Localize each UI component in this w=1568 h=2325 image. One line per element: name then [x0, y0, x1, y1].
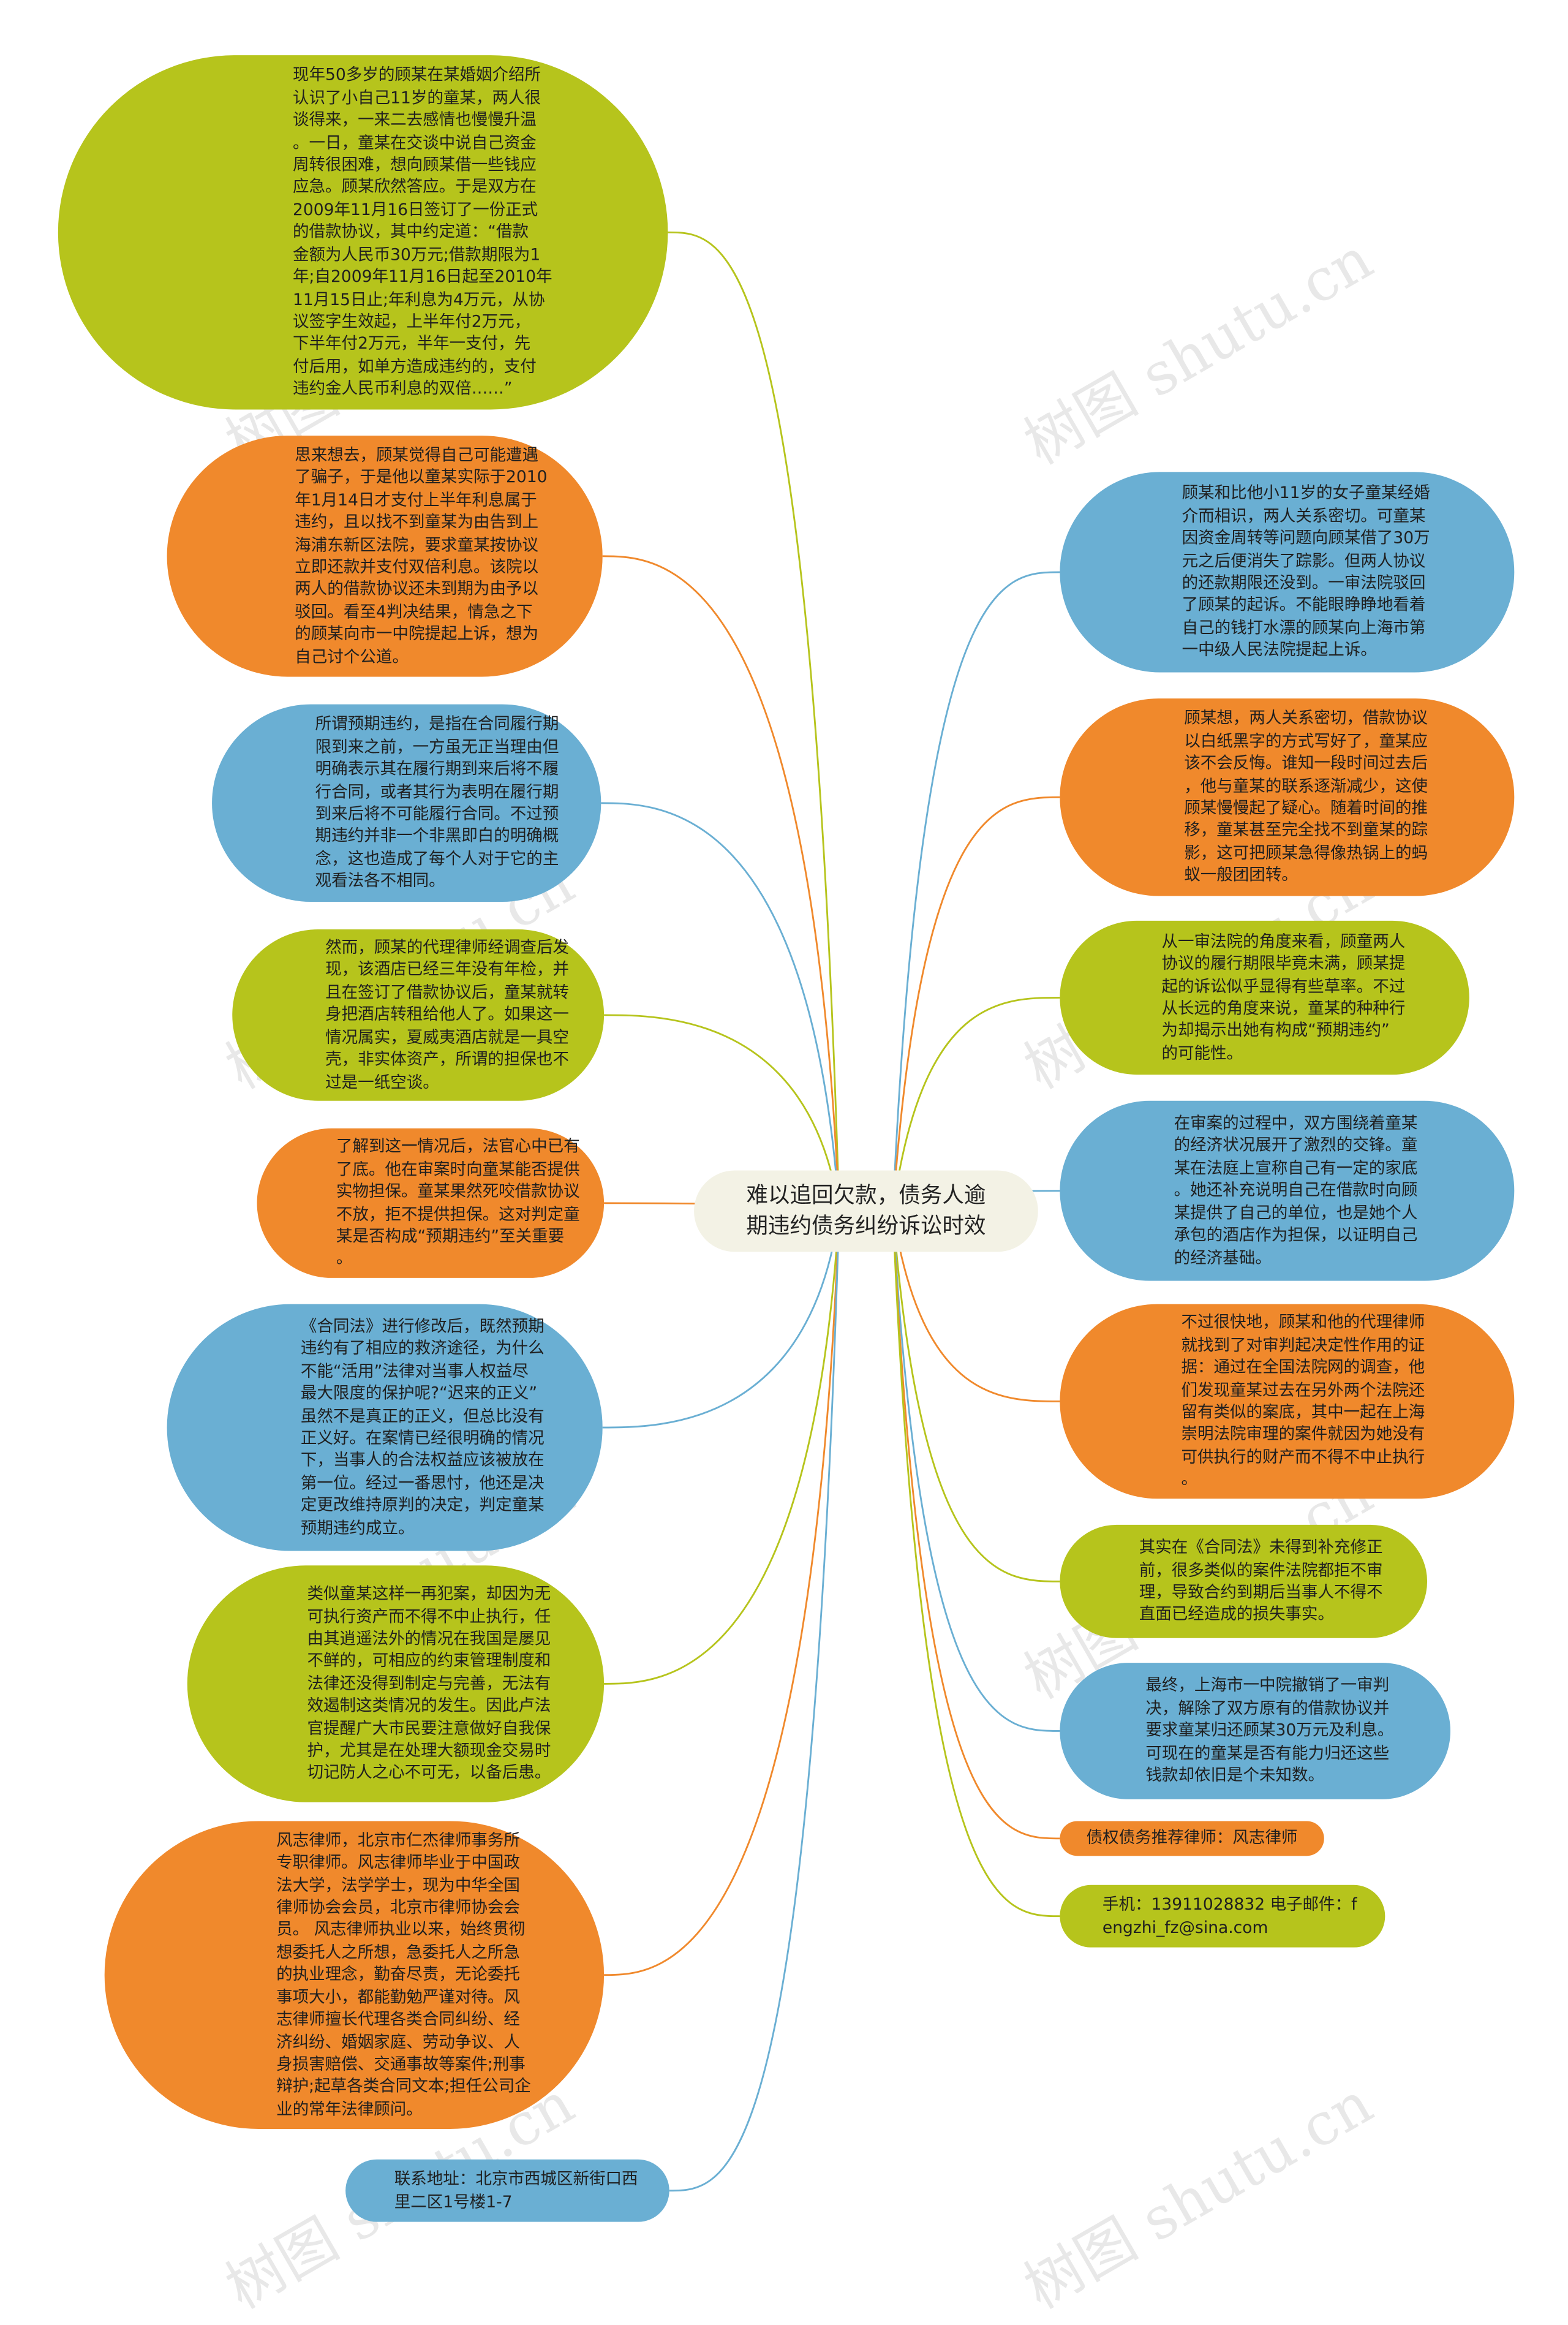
connector-line: [604, 1211, 840, 1976]
node-text: 顾某想，两人关系密切，借款协议 以白纸黑字的方式写好了，童某应 该不会反悔。谁知…: [1184, 709, 1428, 885]
connector-line: [892, 571, 1060, 1211]
root-topic[interactable]: 难以追回欠款，债务人逾 期违约债务纠纷诉讼时效: [694, 1170, 1038, 1252]
connector-line: [668, 231, 840, 1211]
node-text: 债权债务推荐律师：风志律师: [1086, 1829, 1298, 1848]
node-text: 《合同法》进行修改后，既然预期 违约有了相应的救济途径，为什么 不能“活用”法律…: [300, 1317, 545, 1538]
connector-line: [892, 1211, 1060, 1840]
root-topic-title: 难以追回欠款，债务人逾 期违约债务纠纷诉讼时效: [746, 1182, 986, 1239]
node-text: 其实在《合同法》未得到补充修正 前，很多类似的案件法院都拒不审 理，导致合约到期…: [1139, 1538, 1383, 1625]
connector-line: [892, 796, 1060, 1211]
node-text: 最终，上海市一中院撤销了一审判 决，解除了双方原有的借款协议并 要求童某归还顾某…: [1145, 1676, 1394, 1785]
node-text: 现年50多岁的顾某在某婚姻介绍所 认识了小自己11岁的童某，两人很 谈得来，一来…: [293, 66, 552, 398]
right-node-1[interactable]: 顾某和比他小11岁的女子童某经婚 介而相识，两人关系密切。可童某 因资金周转等问…: [1060, 472, 1515, 673]
connector-line: [669, 1211, 840, 2192]
mindmap-canvas: 树图 shutu.cn 树图 shutu.cn 树图 shutu.cn 树图 s…: [58, 55, 1515, 2323]
connector-line: [604, 1014, 840, 1212]
connector-line: [892, 1211, 1060, 1918]
connector-line: [892, 1211, 1060, 1402]
node-text: 风志律师，北京市仁杰律师事务所 专职律师。风志律师毕业于中国政 法大学，法学学士…: [276, 1831, 531, 2119]
left-node-5[interactable]: 了解到这一情况后，法官心中已有 了底。他在审案时向童某能否提供 实物担保。童某果…: [257, 1128, 605, 1278]
left-node-7[interactable]: 类似童某这样一再犯案，却因为无 可执行资产而不得不中止执行，任 由其逍遥法外的情…: [187, 1565, 605, 1802]
left-node-9[interactable]: 联系地址：北京市西城区新街口西 里二区1号楼1-7: [345, 2159, 669, 2222]
node-text: 不过很快地，顾某和他的代理律师 就找到了对审判起决定性作用的证 据：通过在全国法…: [1181, 1313, 1425, 1489]
right-node-9[interactable]: 手机：13911028832 电子邮件：f engzhi_fz@sina.com: [1060, 1885, 1385, 1948]
node-text: 类似童某这样一再犯案，却因为无 可执行资产而不得不中止执行，任 由其逍遥法外的情…: [307, 1584, 551, 1783]
node-text: 联系地址：北京市西城区新街口西 里二区1号楼1-7: [394, 2169, 638, 2211]
right-node-7[interactable]: 最终，上海市一中院撤销了一审判 决，解除了双方原有的借款协议并 要求童某归还顾某…: [1060, 1663, 1450, 1799]
connector-line: [892, 1211, 1060, 1732]
connector-line: [604, 1211, 840, 1685]
connector-line: [601, 802, 840, 1211]
right-node-2[interactable]: 顾某想，两人关系密切，借款协议 以白纸黑字的方式写好了，童某应 该不会反悔。谁知…: [1060, 698, 1515, 896]
right-node-8[interactable]: 债权债务推荐律师：风志律师: [1060, 1821, 1324, 1856]
right-node-4[interactable]: 在审案的过程中，双方围绕着童某 的经济状况展开了激烈的交锋。童 某在法庭上宣称自…: [1060, 1100, 1515, 1281]
node-text: 了解到这一情况后，法官心中已有 了底。他在审案时向童某能否提供 实物担保。童某果…: [336, 1137, 580, 1269]
connector-line: [602, 1211, 840, 1429]
node-text: 思来想去，顾某觉得自己可能遭遇 了骗子，于是他以童某实际于2010 年1月14日…: [295, 445, 548, 667]
right-node-3[interactable]: 从一审法院的角度来看，顾童两人 协议的履行期限毕竟未满，顾某提 起的诉讼似乎显得…: [1060, 920, 1469, 1075]
left-node-4[interactable]: 然而，顾某的代理律师经调查后发 现，该酒店已经三年没有年检，并 且在签订了借款协…: [232, 929, 605, 1101]
connector-line: [892, 1211, 1060, 1582]
node-text: 手机：13911028832 电子邮件：f engzhi_fz@sina.com: [1102, 1895, 1357, 1937]
connector-line: [892, 997, 1060, 1212]
node-text: 然而，顾某的代理律师经调查后发 现，该酒店已经三年没有年检，并 且在签订了借款协…: [325, 938, 569, 1092]
left-node-1[interactable]: 现年50多岁的顾某在某婚姻介绍所 认识了小自己11岁的童某，两人很 谈得来，一来…: [58, 55, 668, 410]
left-node-8[interactable]: 风志律师，北京市仁杰律师事务所 专职律师。风志律师毕业于中国政 法大学，法学学士…: [104, 1821, 605, 2129]
left-node-2[interactable]: 思来想去，顾某觉得自己可能遭遇 了骗子，于是他以童某实际于2010 年1月14日…: [167, 436, 603, 677]
right-node-5[interactable]: 不过很快地，顾某和他的代理律师 就找到了对审判起决定性作用的证 据：通过在全国法…: [1060, 1304, 1515, 1499]
connector-line: [602, 555, 840, 1211]
node-text: 顾某和比他小11岁的女子童某经婚 介而相识，两人关系密切。可童某 因资金周转等问…: [1182, 484, 1430, 660]
left-node-6[interactable]: 《合同法》进行修改后，既然预期 违约有了相应的救济途径，为什么 不能“活用”法律…: [167, 1304, 603, 1551]
node-text: 在审案的过程中，双方围绕着童某 的经济状况展开了激烈的交锋。童 某在法庭上宣称自…: [1174, 1114, 1418, 1268]
right-node-6[interactable]: 其实在《合同法》未得到补充修正 前，很多类似的案件法院都拒不审 理，导致合约到期…: [1060, 1524, 1428, 1638]
node-text: 从一审法院的角度来看，顾童两人 协议的履行期限毕竟未满，顾某提 起的诉讼似乎显得…: [1161, 932, 1406, 1063]
node-text: 所谓预期违约，是指在合同履行期 限到来之前，一方虽无正当理由但 明确表示其在履行…: [315, 715, 559, 891]
left-node-3[interactable]: 所谓预期违约，是指在合同履行期 限到来之前，一方虽无正当理由但 明确表示其在履行…: [212, 704, 601, 902]
